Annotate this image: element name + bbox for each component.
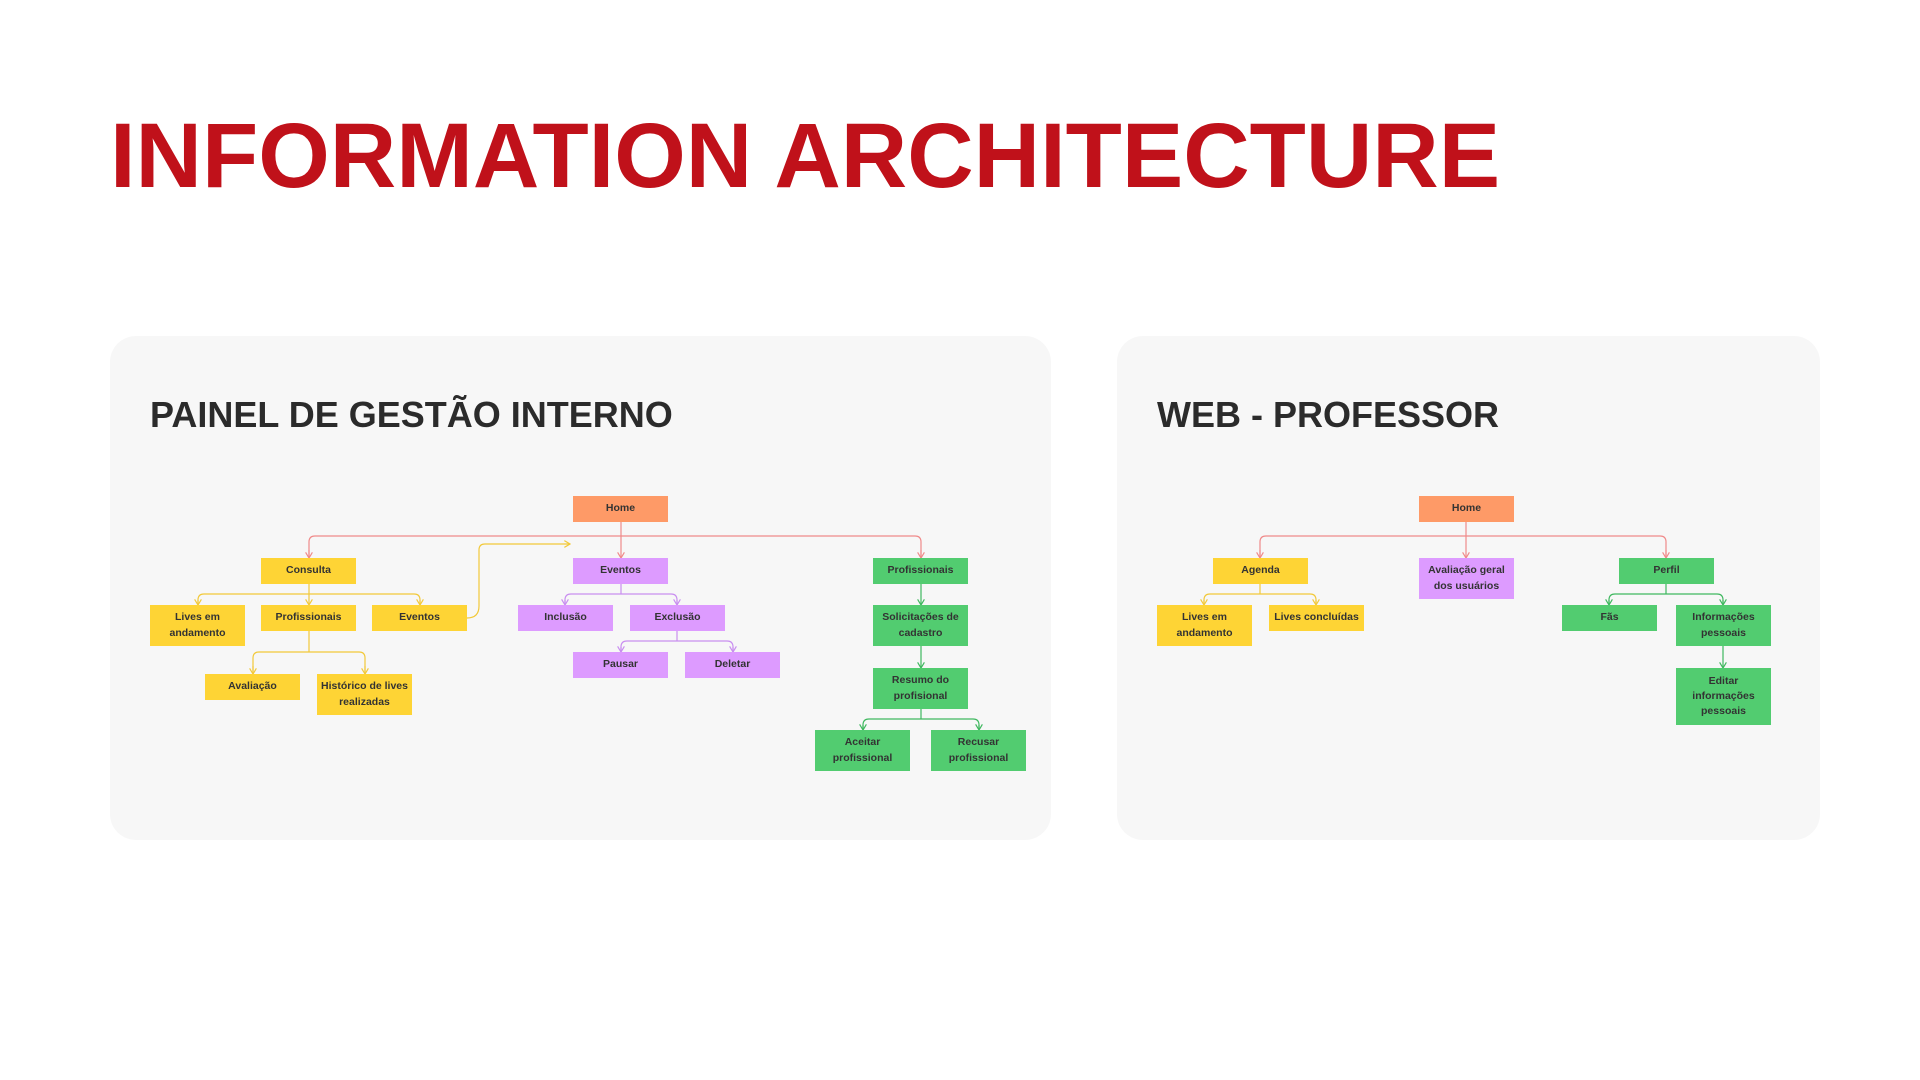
node-lives-em-andamento-web: Lives em andamento [1157, 605, 1252, 646]
node-editar: Editar informações pessoais [1676, 668, 1771, 725]
node-consulta: Consulta [261, 558, 356, 584]
node-home-web: Home [1419, 496, 1514, 522]
node-eventos: Eventos [573, 558, 668, 584]
node-profissionais: Profissionais [873, 558, 968, 584]
node-informacoes: Informações pessoais [1676, 605, 1771, 646]
node-avaliacao: Avaliação [205, 674, 300, 700]
node-avaliacao-geral: Avaliação geral dos usuários [1419, 558, 1514, 599]
node-recusar: Recusar profissional [931, 730, 1026, 771]
node-pausar: Pausar [573, 652, 668, 678]
node-historico: Histórico de lives realizadas [317, 674, 412, 715]
node-fas: Fãs [1562, 605, 1657, 631]
node-perfil: Perfil [1619, 558, 1714, 584]
node-inclusao: Inclusão [518, 605, 613, 631]
node-home: Home [573, 496, 668, 522]
node-eventos-consulta: Eventos [372, 605, 467, 631]
panel-gestao-interno: PAINEL DE GESTÃO INTERNO [110, 336, 1051, 840]
node-profissionais-consulta: Profissionais [261, 605, 356, 631]
node-exclusao: Exclusão [630, 605, 725, 631]
node-lives-concluidas: Lives concluídas [1269, 605, 1364, 631]
node-resumo: Resumo do profisional [873, 668, 968, 709]
node-aceitar: Aceitar profissional [815, 730, 910, 771]
node-lives-em-andamento: Lives em andamento [150, 605, 245, 646]
node-deletar: Deletar [685, 652, 780, 678]
page-title: INFORMATION ARCHITECTURE [110, 105, 1501, 207]
node-agenda: Agenda [1213, 558, 1308, 584]
panel-title-web: WEB - PROFESSOR [1157, 394, 1500, 435]
panel-web-professor: WEB - PROFESSOR Home Agenda [1117, 336, 1820, 840]
panel-title-gestao: PAINEL DE GESTÃO INTERNO [150, 394, 673, 435]
node-solicitacoes: Solicitações de cadastro [873, 605, 968, 646]
